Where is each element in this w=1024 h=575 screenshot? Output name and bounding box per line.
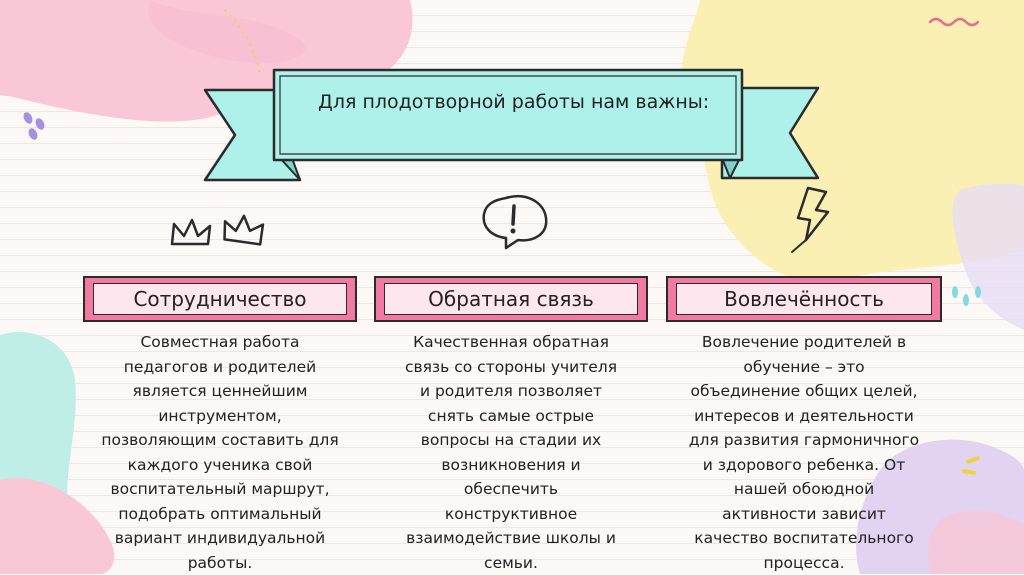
card-text-feedback: Качественная обратная связь со стороны у… bbox=[404, 333, 618, 572]
card-header-involvement: Вовлечённость bbox=[666, 276, 942, 322]
lightning-bolt-icon bbox=[791, 186, 830, 253]
card-heading: Обратная связь bbox=[428, 287, 594, 311]
page-title: Для плодотворной работы нам важны: bbox=[318, 91, 710, 113]
crown-icon bbox=[223, 214, 265, 246]
speech-bubble-exclamation-icon bbox=[482, 195, 548, 250]
card-header-cooperation: Сотрудничество bbox=[83, 276, 357, 322]
card-heading: Сотрудничество bbox=[133, 287, 307, 311]
card-text-cooperation: Совместная работа педагогов и родителей … bbox=[101, 333, 339, 572]
crown-icon bbox=[170, 218, 212, 246]
card-heading: Вовлечённость bbox=[724, 287, 884, 311]
card-header-feedback: Обратная связь bbox=[374, 276, 648, 322]
card-text-involvement: Вовлечение родителей в обучение – это об… bbox=[688, 333, 920, 572]
